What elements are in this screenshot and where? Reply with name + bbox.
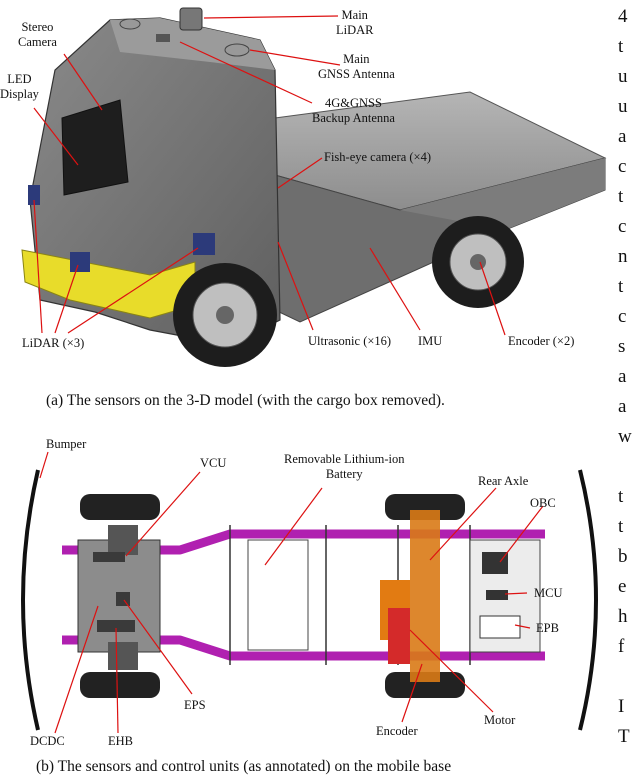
label-ehb: EHB — [108, 734, 133, 748]
side-text-line: t — [618, 276, 624, 297]
label-dcdc: DCDC — [30, 734, 65, 748]
lidar-right — [193, 233, 215, 255]
wheel-rr — [385, 672, 465, 698]
label-rear-axle: Rear Axle — [478, 474, 529, 488]
side-text-line — [618, 452, 632, 482]
lidar-left — [28, 185, 40, 205]
label-main-lidar: Main LiDAR — [336, 8, 374, 37]
label-vcu: VCU — [200, 456, 227, 470]
label-main-gnss: Main GNSS Antenna — [318, 52, 395, 81]
side-text-line: 4 — [618, 6, 628, 27]
side-text-line: t — [618, 486, 624, 507]
side-text-line: s — [618, 336, 626, 357]
backup-antenna-left — [119, 18, 141, 30]
side-text-line: T — [618, 726, 630, 747]
side-text-line: h — [618, 606, 628, 627]
label-encoder-b: Encoder — [376, 724, 418, 738]
side-text-line — [618, 662, 632, 692]
side-text-line: a — [618, 366, 627, 387]
truck-cab — [29, 17, 281, 346]
side-text-line: n — [618, 246, 628, 267]
side-text-line: u — [618, 96, 628, 117]
label-epb: EPB — [536, 621, 559, 635]
main-lidar — [179, 7, 203, 31]
rear-axle — [410, 510, 440, 682]
lidar-center — [70, 252, 90, 272]
side-text-line: c — [618, 156, 627, 177]
rear-bumper-bracket — [578, 469, 598, 731]
label-stereo-camera: Stereo Camera — [18, 20, 57, 49]
label-lidar: LiDAR (×3) — [22, 336, 85, 350]
label-fisheye-camera: Fish-eye camera (×4) — [324, 150, 432, 164]
motor-red — [388, 608, 410, 664]
label-motor: Motor — [484, 713, 516, 727]
label-led-display: LED Display — [0, 72, 39, 101]
gnss-antenna — [224, 43, 250, 57]
label-bumper: Bumper — [46, 437, 87, 451]
side-text-line: I — [618, 696, 625, 717]
wheel-fl — [80, 494, 160, 520]
front-bumper-bracket — [21, 469, 40, 731]
label-obc: OBC — [530, 496, 556, 510]
led-display — [61, 99, 129, 196]
label-mcu: MCU — [534, 586, 563, 600]
wheel-rl — [385, 494, 465, 520]
side-text-line: f — [618, 636, 625, 657]
side-text-line: c — [618, 306, 627, 327]
caption-b: (b) The sensors and control units (as an… — [36, 758, 452, 775]
label-eps: EPS — [184, 698, 206, 712]
side-text-line: b — [618, 546, 628, 567]
label-encoder-a: Encoder (×2) — [508, 334, 575, 348]
battery-pack — [247, 539, 309, 651]
label-battery: Removable Lithium-ion Battery — [284, 452, 405, 481]
label-ultrasonic: Ultrasonic (×16) — [308, 334, 392, 348]
wheel-fr — [80, 672, 160, 698]
front-bumper — [21, 249, 196, 319]
side-text-line: u — [618, 66, 628, 87]
side-text-line: w — [618, 426, 632, 447]
caption-a: (a) The sensors on the 3-D model (with t… — [46, 392, 445, 409]
label-imu: IMU — [418, 334, 443, 348]
side-text-line: c — [618, 216, 627, 237]
label-backup-antenna: 4G&GNSS Backup Antenna — [312, 96, 395, 125]
side-text-line: t — [618, 36, 624, 57]
side-text-line: t — [618, 516, 624, 537]
side-text-line: a — [618, 126, 627, 147]
side-text-line: t — [618, 186, 624, 207]
side-text-line: a — [618, 396, 627, 417]
side-text-line: e — [618, 576, 627, 597]
